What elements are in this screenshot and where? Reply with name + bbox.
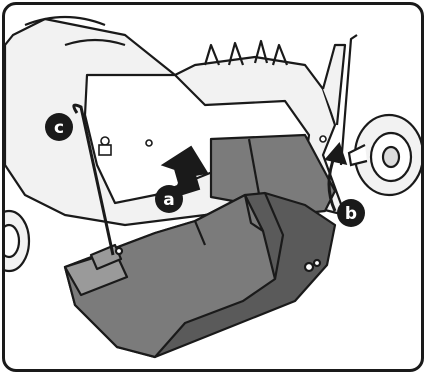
callout-c: c — [45, 113, 73, 141]
callout-c-label: c — [54, 118, 64, 138]
front-left-wheel — [5, 211, 29, 271]
callout-a: a — [155, 185, 183, 213]
callout-b-label: b — [345, 204, 357, 224]
rear-right-wheel — [349, 115, 421, 195]
callout-b: b — [337, 199, 365, 227]
callout-a-label: a — [163, 190, 174, 210]
mower-diagram: a b c — [5, 5, 421, 369]
